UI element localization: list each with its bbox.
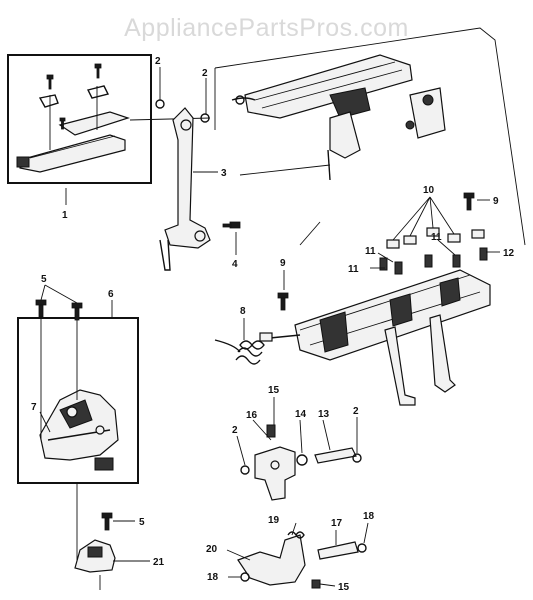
callout-12: 12	[503, 248, 515, 259]
part-21[interactable]	[74, 482, 116, 590]
callout-19: 19	[268, 515, 280, 526]
housing-outline	[214, 27, 526, 246]
leader-lines	[39, 67, 500, 587]
small-parts-10-12[interactable]	[277, 192, 488, 311]
callout-16: 16	[246, 410, 258, 421]
callout-10: 10	[423, 185, 435, 196]
callout-20: 20	[206, 544, 218, 555]
callout-21: 21	[153, 557, 165, 568]
callout-labels: 2 2 3 1 4 10 9 11 11 11 12 9 5 6 8 7 15 …	[31, 56, 515, 593]
part-3-lever[interactable]	[155, 99, 241, 271]
callout-6: 6	[108, 289, 114, 300]
callout-9: 9	[280, 258, 286, 269]
callout-18: 18	[207, 572, 219, 583]
callout-11: 11	[348, 264, 359, 275]
callout-1: 1	[62, 210, 68, 221]
callout-2: 2	[353, 406, 359, 417]
callout-8: 8	[240, 306, 246, 317]
group-1-box[interactable]	[7, 54, 211, 184]
bracket-16-assembly[interactable]	[240, 424, 362, 501]
callout-2: 2	[155, 56, 161, 67]
group-6-box[interactable]	[17, 317, 139, 484]
slider-assembly[interactable]	[259, 269, 491, 406]
callout-2: 2	[232, 425, 238, 436]
callout-15: 15	[338, 582, 350, 593]
callout-11: 11	[431, 232, 442, 243]
callout-18: 18	[363, 511, 375, 522]
spring-8[interactable]	[214, 339, 265, 365]
callout-13: 13	[318, 409, 330, 420]
callout-3: 3	[221, 168, 227, 179]
callout-11: 11	[365, 246, 376, 257]
callout-4: 4	[232, 259, 238, 270]
callout-2: 2	[202, 68, 208, 79]
callout-7: 7	[31, 402, 37, 413]
callout-15: 15	[268, 385, 280, 396]
bracket-20-assembly[interactable]	[237, 531, 367, 589]
upper-mechanism[interactable]	[231, 54, 446, 181]
callout-17: 17	[331, 518, 343, 529]
callout-9: 9	[493, 196, 499, 207]
screws-5[interactable]	[35, 299, 83, 440]
callout-5: 5	[41, 274, 47, 285]
callout-5: 5	[139, 517, 145, 528]
callout-14: 14	[295, 409, 307, 420]
